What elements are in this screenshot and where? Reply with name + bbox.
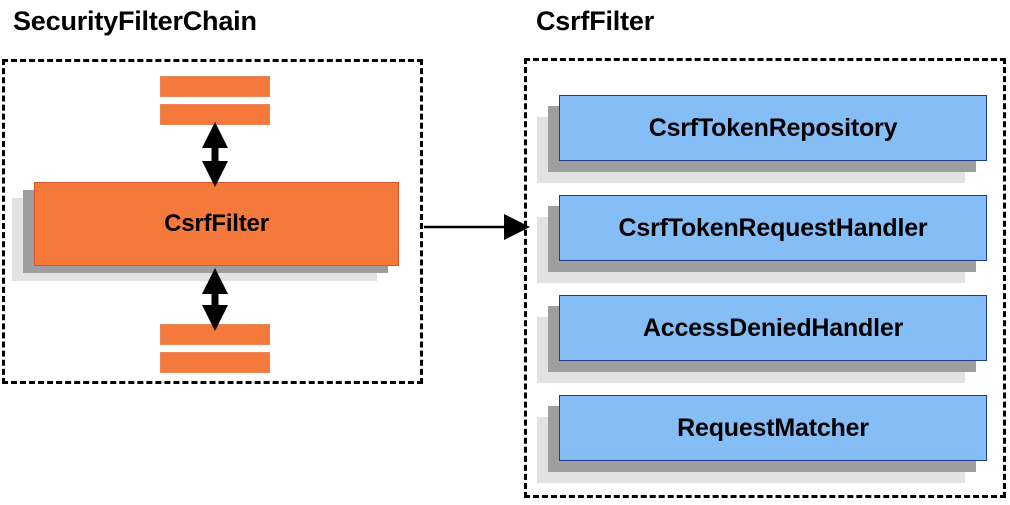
csrf-filter-detail-panel bbox=[524, 58, 1006, 498]
filter-bar-below-2 bbox=[160, 352, 270, 373]
right-panel-title: CsrfFilter bbox=[536, 6, 655, 36]
csrf-filter-card-label: CsrfFilter bbox=[164, 210, 269, 237]
filter-bar-below-1 bbox=[160, 324, 270, 345]
panel-connector-arrow-icon bbox=[424, 214, 530, 240]
collaborator-card[interactable]: CsrfTokenRequestHandler bbox=[559, 195, 987, 261]
collaborator-card[interactable]: CsrfTokenRepository bbox=[559, 95, 987, 161]
collaborator-card-label: AccessDeniedHandler bbox=[642, 313, 904, 342]
filter-bar-above-1 bbox=[160, 76, 270, 97]
collaborator-card-label: CsrfTokenRepository bbox=[648, 113, 898, 142]
collaborator-card-label: RequestMatcher bbox=[677, 413, 869, 442]
collaborator-card-label: CsrfTokenRequestHandler bbox=[618, 213, 928, 242]
left-panel-title: SecurityFilterChain bbox=[13, 6, 257, 36]
collaborator-card[interactable]: AccessDeniedHandler bbox=[559, 295, 987, 361]
collaborator-card[interactable]: RequestMatcher bbox=[559, 395, 987, 461]
security-filter-chain-panel bbox=[2, 59, 423, 384]
filter-bar-above-2 bbox=[160, 104, 270, 125]
csrf-filter-card[interactable]: CsrfFilter bbox=[34, 182, 399, 266]
